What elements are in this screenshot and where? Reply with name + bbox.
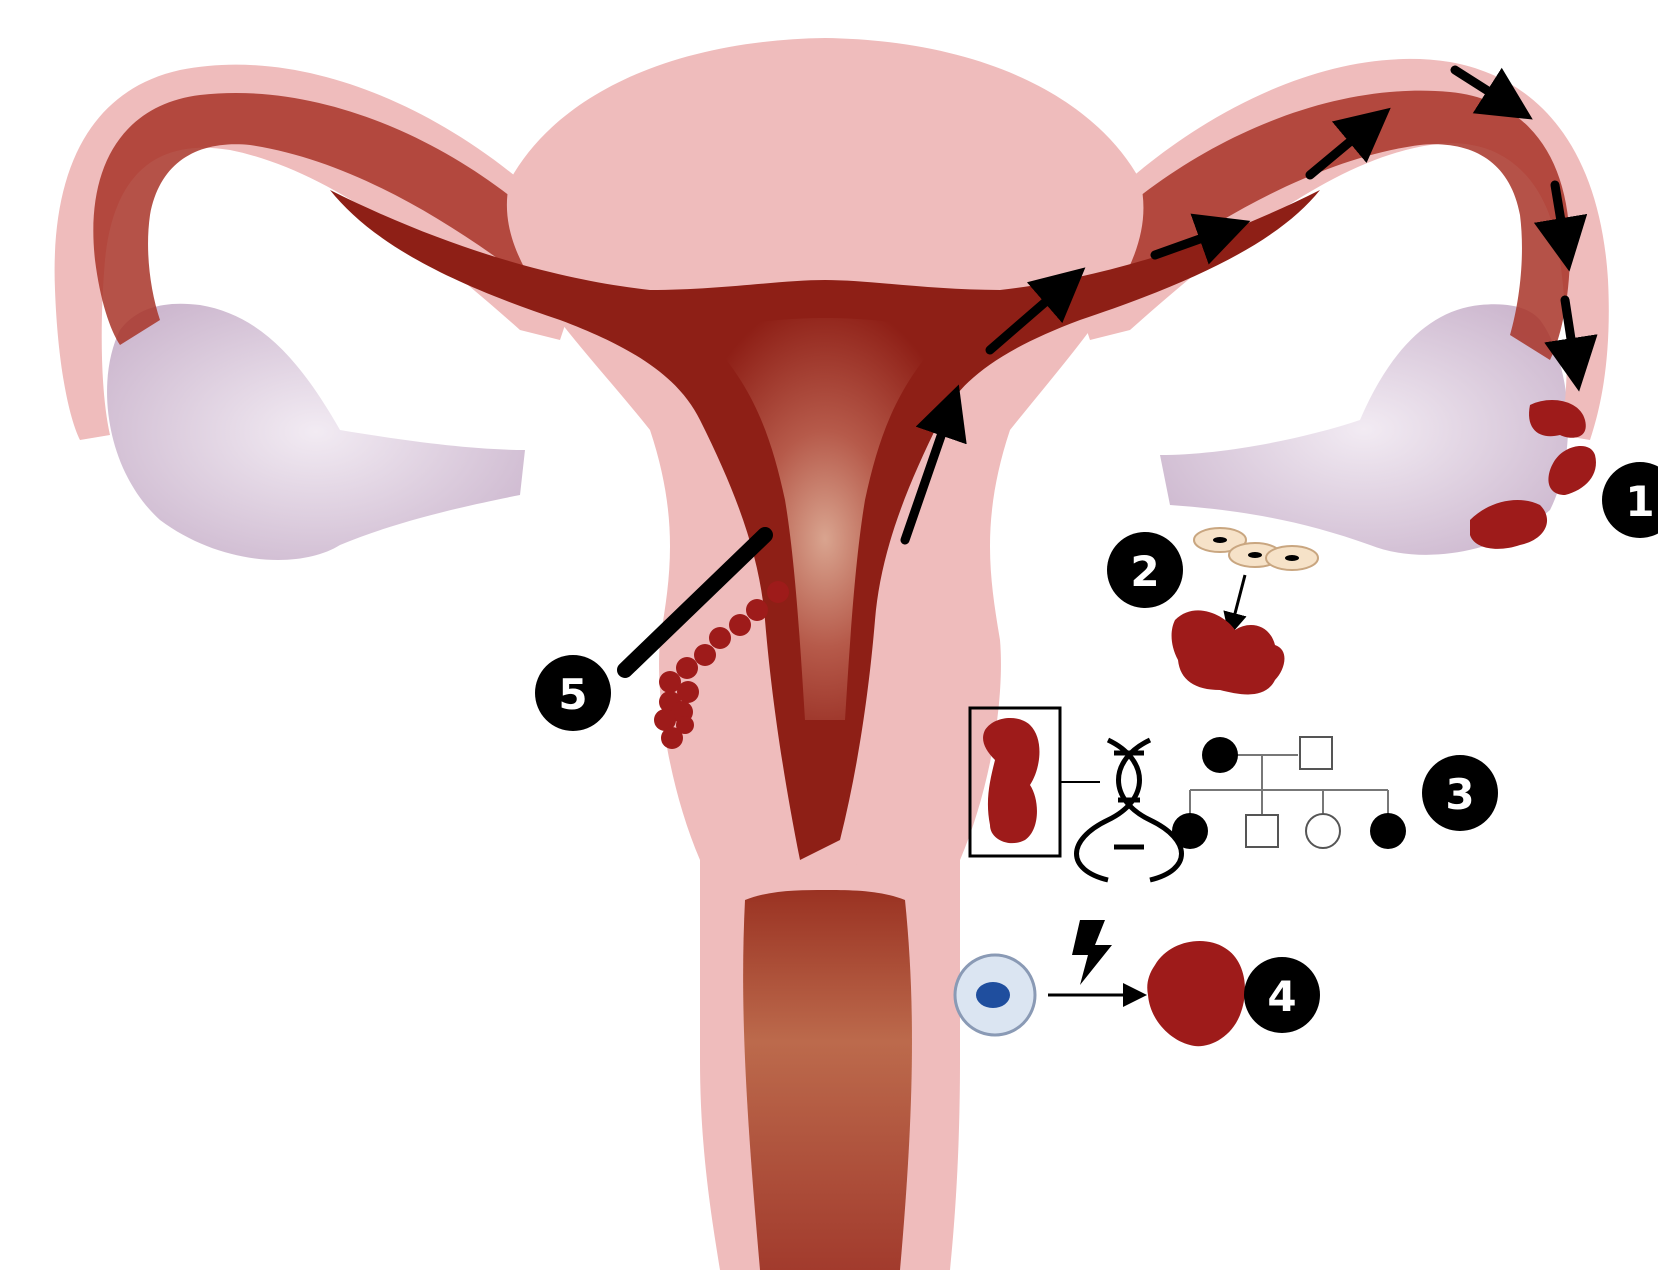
badge-1: 1 (1602, 462, 1658, 538)
genetic-theory (970, 708, 1406, 880)
badge-2-label: 2 (1130, 547, 1159, 596)
badge-5: 5 (535, 655, 611, 731)
badge-2: 2 (1107, 532, 1183, 608)
badge-3-label: 3 (1445, 770, 1474, 819)
badge-5-label: 5 (558, 670, 587, 719)
left-ovary (107, 304, 525, 560)
badge-1-label: 1 (1625, 477, 1654, 526)
metaplasia-cells (1194, 528, 1318, 570)
uterus-illustration (55, 38, 1609, 1270)
dna-helix-icon (1077, 740, 1182, 880)
lesion-2 (1172, 610, 1285, 694)
stem-cell-theory (955, 920, 1245, 1046)
vagina (743, 890, 912, 1270)
badge-4: 4 (1244, 957, 1320, 1033)
arrow-icon (1232, 575, 1245, 625)
lesion-4 (1147, 941, 1245, 1046)
badge-3: 3 (1422, 755, 1498, 831)
lightning-bolt-icon (1072, 920, 1112, 985)
badge-4-label: 4 (1267, 972, 1296, 1021)
